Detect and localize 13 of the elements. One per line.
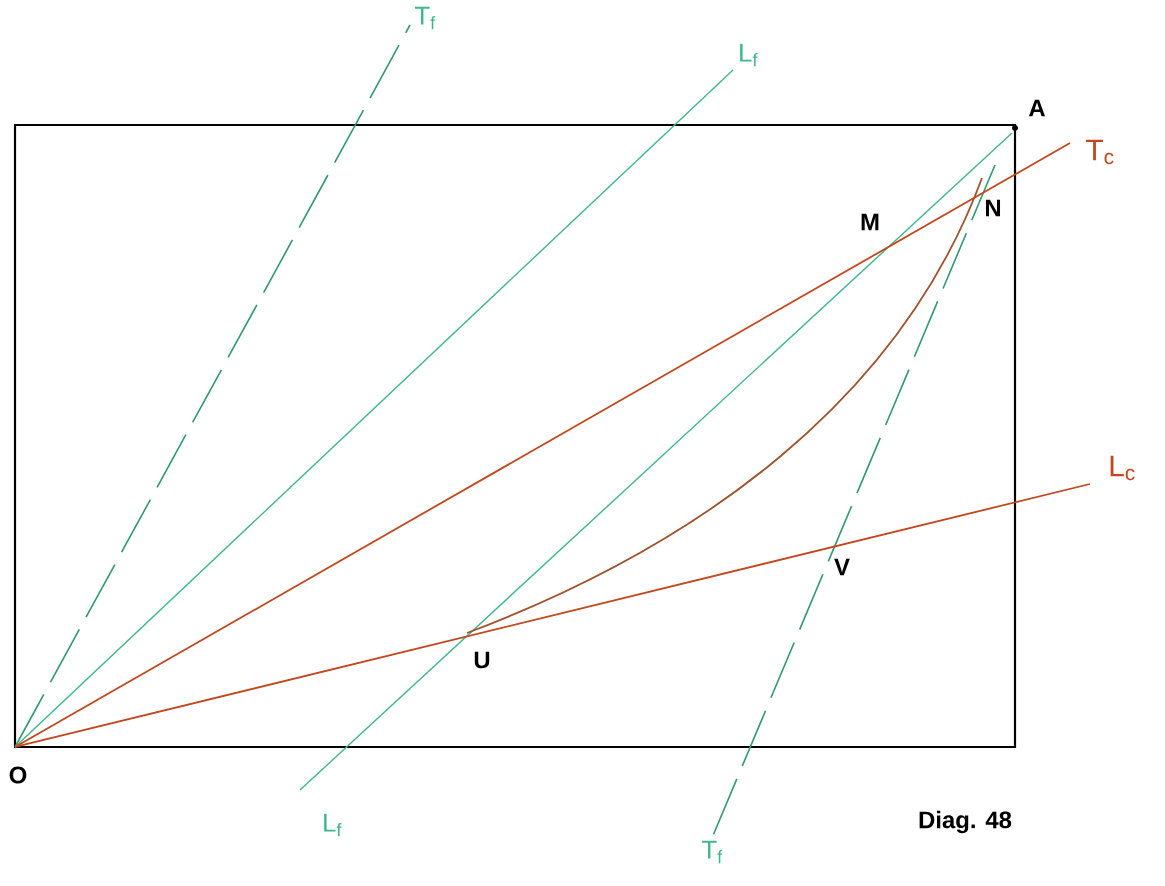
line-label: L$_{c}$	[1110, 455, 1135, 481]
point-label: O	[9, 766, 27, 784]
line-label: L$_{f}$	[740, 43, 758, 67]
line-label: T$_{c}$	[1086, 139, 1114, 165]
line-label: T$_{f}$	[414, 6, 436, 30]
point-label: A	[1028, 99, 1045, 117]
point-label: N	[985, 199, 1001, 217]
line-label: L$_{f}$	[324, 813, 342, 837]
point-label: U	[474, 651, 490, 669]
point-label: V	[834, 558, 850, 576]
point-label: M	[861, 213, 879, 231]
line-label: T$_{f}$	[701, 840, 723, 864]
figure-number: Diag. 48	[919, 810, 1012, 834]
